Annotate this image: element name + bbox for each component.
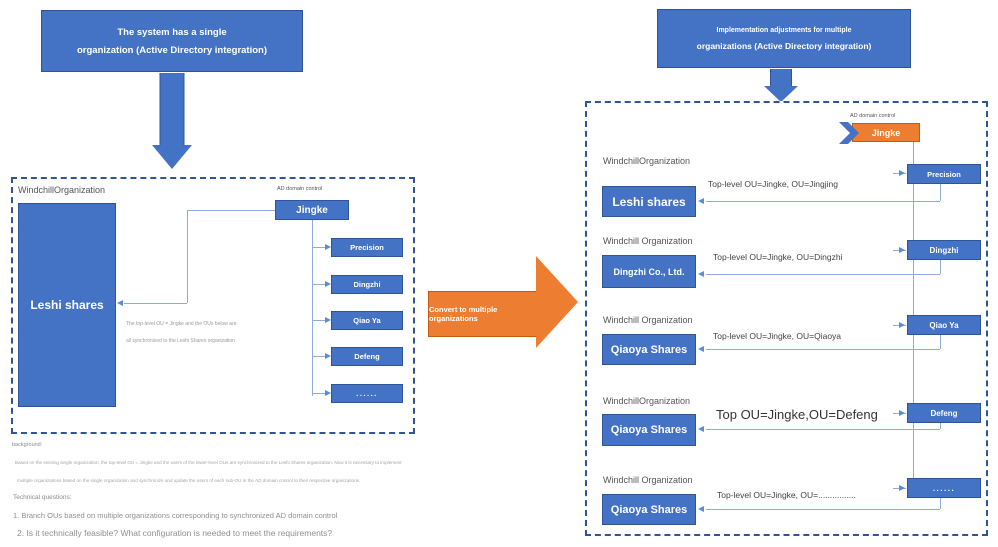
right-row-4-branch-arrow [899,485,905,491]
right-row-3-return-line [706,429,940,430]
right-row-4-org-box: Qiaoya Shares [602,494,696,525]
notes-question-2: 2. Is it technically feasible? What conf… [17,528,333,538]
right-row-3-return-vert [940,423,941,429]
right-banner: Implementation adjustments for multiple … [657,9,911,68]
left-ad-domain-label: AD domain control [277,186,323,192]
left-ou-arrow-3 [325,353,331,359]
right-row-1-org-label: Windchill Organization [603,236,693,246]
right-row-1-return-arrow [698,271,704,277]
right-row-3-branch-arrow [899,410,905,416]
left-note-line1: The top-level OU = Jingke and the OUs be… [126,321,237,327]
right-row-1-return-vert [940,260,941,274]
right-row-0-return-line [706,201,940,202]
right-row-0-branch-arrow [899,170,905,176]
notes-background-line2: multiple organizations based on the sing… [17,478,361,483]
right-row-2-return-line [706,349,940,350]
right-row-0-org-label: WindchillOrganization [603,156,691,166]
right-row-2-org-label: Windchill Organization [603,315,693,325]
right-row-0-return-arrow [698,198,704,204]
notes-background-line1: Based on the existing single organizatio… [15,460,402,465]
right-row-0-ou-box: Precision [907,164,981,184]
left-ou-box-0: Precision [331,238,403,257]
right-row-3-return-arrow [698,426,704,432]
left-ou-branch-3 [312,356,325,357]
right-row-2-ou-box: Qiao Ya [907,315,981,335]
left-ou-branch-0 [312,247,325,248]
right-row-2-org-box: Qiaoya Shares [602,334,696,365]
left-connector-arrowhead [117,300,123,306]
left-ou-trunk [312,220,313,396]
left-ou-box-1: Dingzhi [331,275,403,294]
left-ou-branch-4 [312,393,325,394]
left-ou-box-4: ...... [331,384,403,403]
left-down-arrow [150,73,194,169]
right-row-2-branch-arrow [899,322,905,328]
right-banner-line1: Implementation adjustments for multiple [716,26,852,34]
right-row-4-return-arrow [698,506,704,512]
right-row-2-mapping: Top-level OU=Jingke, OU=Qiaoya [713,331,842,341]
left-ou-branch-1 [312,284,325,285]
right-row-4-return-vert [940,498,941,509]
left-note-line2: all synchronized to the Leshi Shares org… [126,338,235,344]
left-banner-line1: The system has a single [117,26,227,38]
right-row-1-org-box: Dingzhi Co., Ltd. [602,255,696,288]
left-connector-vert [187,210,188,303]
right-row-4-return-line [706,509,940,510]
right-row-0-org-box: Leshi shares [602,186,696,217]
right-row-1-ou-box: Dingzhi [907,240,981,260]
left-org-label: WindchillOrganization [18,185,106,195]
right-row-1-branch-arrow [899,247,905,253]
right-root-ou-box: Jingke [852,123,920,142]
right-row-1-return-line [706,274,940,275]
left-ou-arrow-4 [325,390,331,396]
notes-question-1: 1. Branch OUs based on multiple organiza… [13,511,338,520]
left-ou-arrow-0 [325,244,331,250]
right-banner-line2: organizations (Active Directory integrat… [696,40,872,51]
right-row-3-org-box: Qiaoya Shares [602,414,696,446]
right-row-4-mapping: Top-level OU=Jingke, OU=................ [717,490,856,500]
left-connector-top [187,210,275,211]
left-banner: The system has a single organization (Ac… [41,10,303,72]
right-row-0-return-vert [940,184,941,201]
left-ou-box-3: Defeng [331,347,403,366]
convert-arrow: Convert to multiple organizations [428,256,578,348]
right-ad-domain-label: AD domain control [850,113,896,119]
right-root-chevron-icon [839,122,859,144]
left-banner-line2: organization (Active Directory integrati… [76,44,268,56]
left-ou-branch-2 [312,320,325,321]
left-connector-bottom [124,303,187,304]
right-down-arrow [762,69,800,102]
right-row-1-mapping: Top-level OU=Jingke, OU=Dingzhi [713,252,843,262]
left-ou-arrow-2 [325,317,331,323]
left-root-ou-box: Jingke [275,200,349,220]
convert-arrow-tip [536,256,578,348]
left-ou-arrow-1 [325,281,331,287]
right-row-3-mapping: Top OU=Jingke,OU=Defeng [716,407,878,422]
left-org-box: Leshi shares [18,203,116,407]
notes-questions-heading: Technical questions: [13,494,72,501]
right-row-4-org-label: Windchill Organization [603,475,693,485]
right-row-4-ou-box: ...... [907,478,981,498]
right-row-2-return-arrow [698,346,704,352]
notes-background-heading: background: [12,442,43,448]
right-row-0-mapping: Top-level OU=Jingke, OU=Jingjing [708,179,838,189]
right-row-2-return-vert [940,335,941,349]
left-ou-box-2: Qiao Ya [331,311,403,330]
convert-arrow-label: Convert to multiple organizations [428,290,536,337]
right-row-3-ou-box: Defeng [907,403,981,423]
right-row-3-org-label: WindchillOrganization [603,396,691,406]
